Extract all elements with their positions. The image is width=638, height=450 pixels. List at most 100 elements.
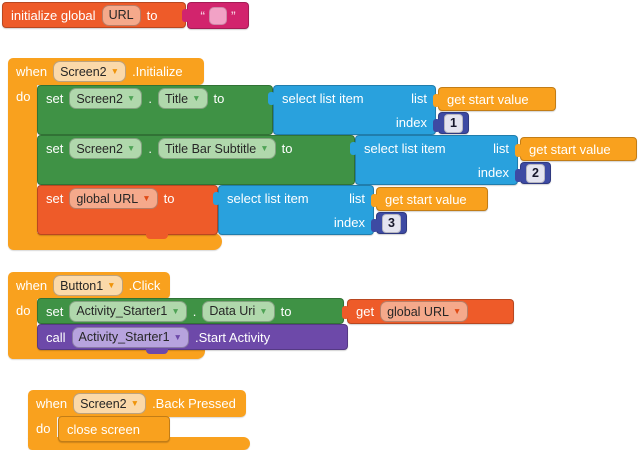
- dropdown-arrow-icon: ▼: [260, 143, 269, 154]
- block-get-start-value[interactable]: get start value: [515, 137, 637, 161]
- method-label: .Start Activity: [194, 329, 271, 345]
- string-input-field[interactable]: [209, 6, 227, 25]
- block-set-screen2-title-bar-subtitle[interactable]: set Screen2 ▼ . Title Bar Subtitle ▼ to: [37, 135, 355, 185]
- block-select-list-item[interactable]: select list item list index: [213, 185, 374, 235]
- set-label: set: [46, 141, 64, 156]
- property-dropdown-title-bar-subtitle[interactable]: Title Bar Subtitle ▼: [157, 138, 276, 159]
- do-spine[interactable]: do: [8, 85, 37, 233]
- component-dropdown-screen2[interactable]: Screen2 ▼: [53, 61, 127, 82]
- set-label: set: [46, 303, 64, 319]
- get-start-value-label: get start value: [447, 91, 529, 107]
- block-get-start-value[interactable]: get start value: [371, 187, 488, 211]
- event-when-button1-click[interactable]: when Button1 ▼ .Click do set Activity_St…: [8, 272, 528, 360]
- when-label: when: [36, 396, 68, 411]
- component-dropdown-activity-starter1[interactable]: Activity_Starter1 ▼: [69, 300, 187, 322]
- component-label: Button1: [60, 278, 104, 293]
- initialize-variable-block[interactable]: initialize global URL to: [2, 2, 186, 28]
- variable-label: global URL: [387, 304, 449, 319]
- empty-string-block[interactable]: “ ”: [182, 2, 249, 29]
- dropdown-arrow-icon: ▼: [142, 193, 151, 204]
- block-select-list-item[interactable]: select list item list index: [268, 85, 436, 135]
- do-spine[interactable]: do: [8, 299, 37, 343]
- block-select-list-item[interactable]: select list item list index: [350, 135, 518, 185]
- to-label: to: [163, 191, 175, 206]
- block-number-1[interactable]: 1: [433, 112, 469, 134]
- dot-label: .: [148, 141, 152, 156]
- component-dropdown-screen2[interactable]: Screen2 ▼: [69, 138, 143, 159]
- event-bottom-bar[interactable]: [8, 233, 222, 250]
- list-socket-label: list: [349, 190, 365, 206]
- property-label: Title: [164, 91, 189, 106]
- open-quote: “: [200, 7, 205, 24]
- event-label: .Click: [128, 278, 161, 293]
- dot-label: .: [192, 303, 197, 319]
- get-label: get: [356, 304, 375, 319]
- event-label: .Initialize: [132, 64, 183, 79]
- component-dropdown-activity-starter1[interactable]: Activity_Starter1 ▼: [71, 326, 189, 348]
- block-number-3[interactable]: 3: [371, 212, 407, 234]
- block-get-global-url[interactable]: get global URL ▼: [342, 299, 514, 324]
- set-label: set: [46, 91, 64, 106]
- block-get-start-value[interactable]: get start value: [433, 87, 556, 111]
- dropdown-arrow-icon: ▼: [452, 306, 462, 317]
- to-label: to: [280, 303, 292, 319]
- event-when-screen2-back-pressed[interactable]: when Screen2 ▼ .Back Pressed do close sc…: [28, 390, 268, 450]
- variable-name-label: URL: [108, 8, 134, 22]
- dropdown-arrow-icon: ▼: [107, 280, 116, 291]
- property-dropdown-data-uri[interactable]: Data Uri ▼: [202, 300, 275, 322]
- number-value[interactable]: 3: [382, 213, 401, 233]
- block-number-2[interactable]: 2: [515, 162, 551, 184]
- do-spine[interactable]: do: [28, 417, 57, 438]
- dropdown-arrow-icon: ▼: [110, 66, 120, 77]
- set-label: set: [46, 191, 64, 206]
- block-initialize-global-url[interactable]: initialize global URL to “ ”: [2, 2, 282, 32]
- close-screen-label: close screen: [67, 421, 140, 437]
- list-socket-label: list: [411, 90, 427, 106]
- block-set-activity-starter-data-uri[interactable]: set Activity_Starter1 ▼ . Data Uri ▼ to: [37, 298, 344, 324]
- variable-dropdown-global-url[interactable]: global URL ▼: [69, 188, 158, 209]
- when-screen2-back-pressed-header[interactable]: when Screen2 ▼ .Back Pressed: [28, 390, 246, 417]
- when-label: when: [16, 278, 48, 293]
- number-value[interactable]: 2: [526, 163, 545, 183]
- do-label: do: [16, 303, 31, 318]
- number-value[interactable]: 1: [444, 113, 463, 133]
- variable-label: global URL: [76, 191, 139, 206]
- select-list-item-label: select list item: [227, 190, 309, 206]
- component-label: Activity_Starter1: [78, 330, 170, 344]
- index-socket-label: index: [395, 114, 427, 130]
- property-label: Data Uri: [209, 304, 256, 318]
- component-label: Screen2: [60, 64, 107, 79]
- dropdown-arrow-icon: ▼: [126, 143, 136, 154]
- block-close-screen[interactable]: close screen: [58, 416, 170, 442]
- get-start-value-label: get start value: [529, 141, 611, 157]
- initialize-global-label: initialize global: [11, 7, 96, 23]
- block-set-screen2-title[interactable]: set Screen2 ▼ . Title ▼ to: [37, 85, 273, 135]
- event-when-screen2-initialize[interactable]: when Screen2 ▼ .Initialize do set Screen…: [8, 58, 638, 252]
- block-set-global-url[interactable]: set global URL ▼ to: [37, 185, 218, 239]
- when-screen2-initialize-header[interactable]: when Screen2 ▼ .Initialize: [8, 58, 204, 85]
- list-socket-label: list: [493, 140, 509, 156]
- component-dropdown-button1[interactable]: Button1 ▼: [53, 275, 123, 296]
- block-call-activity-starter-start-activity[interactable]: call Activity_Starter1 ▼ .Start Activity: [37, 324, 348, 354]
- component-dropdown-screen2[interactable]: Screen2 ▼: [69, 88, 143, 109]
- component-dropdown-screen2[interactable]: Screen2 ▼: [73, 393, 147, 414]
- to-label: to: [146, 7, 158, 23]
- dropdown-arrow-icon: ▼: [173, 331, 182, 342]
- get-start-value-label: get start value: [385, 191, 467, 207]
- call-label: call: [46, 329, 66, 345]
- dropdown-arrow-icon: ▼: [126, 93, 136, 104]
- when-label: when: [16, 64, 48, 79]
- to-label: to: [213, 91, 225, 106]
- index-socket-label: index: [333, 214, 365, 230]
- event-label: .Back Pressed: [152, 396, 236, 411]
- property-dropdown-title[interactable]: Title ▼: [157, 88, 208, 109]
- property-label: Title Bar Subtitle: [164, 141, 257, 156]
- when-button1-click-header[interactable]: when Button1 ▼ .Click: [8, 272, 170, 299]
- dot-label: .: [148, 91, 152, 106]
- dropdown-arrow-icon: ▼: [259, 305, 268, 316]
- variable-dropdown-global-url[interactable]: global URL ▼: [380, 301, 469, 322]
- variable-name-field[interactable]: URL: [101, 4, 141, 26]
- component-label: Screen2: [80, 396, 127, 411]
- component-label: Screen2: [76, 141, 123, 156]
